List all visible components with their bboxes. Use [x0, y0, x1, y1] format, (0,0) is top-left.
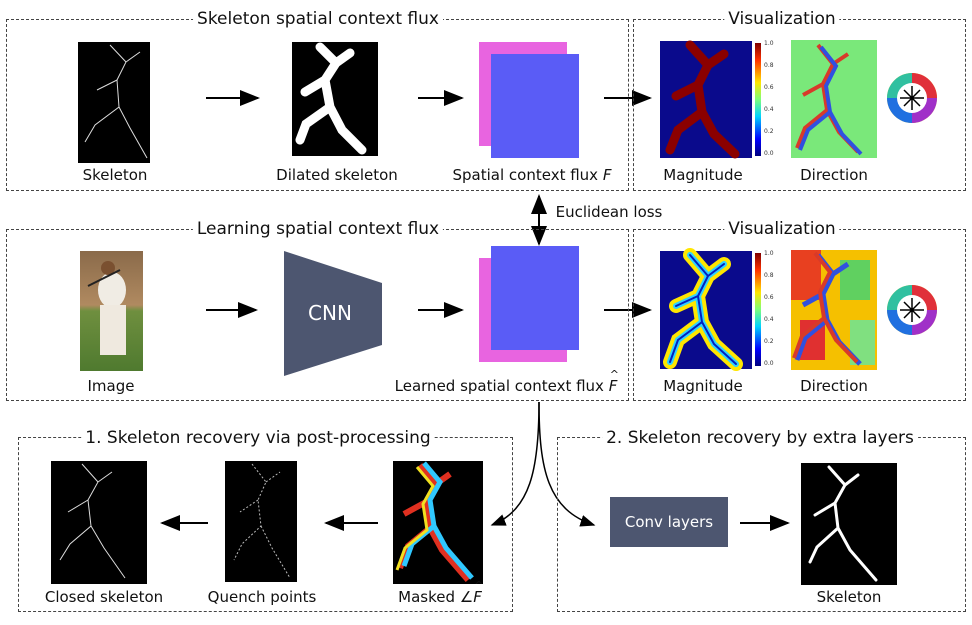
title-skeleton-flux: Skeleton spatial context flux	[193, 9, 443, 29]
conv-layers-label: Conv layers	[624, 513, 714, 531]
title-extra-layers: 2. Skeleton recovery by extra layers	[602, 428, 918, 448]
frame-visualization-learned	[633, 229, 966, 401]
flux-symbol: F	[602, 166, 612, 184]
label-magnitude-top: Magnitude	[663, 166, 743, 184]
title-post-processing: 1. Skeleton recovery via post-processing	[81, 428, 435, 448]
label-closed-skeleton: Closed skeleton	[44, 588, 164, 606]
colorbar-top	[755, 43, 761, 156]
arrow-to-extra-layers	[538, 401, 596, 527]
arrow-to-postprocessing	[490, 401, 540, 526]
magnitude-map-learned	[660, 248, 752, 371]
label-quench-points: Quench points	[207, 588, 317, 606]
learned-flux-symbol: F	[609, 368, 619, 395]
conv-layers-block	[610, 497, 728, 547]
magnitude-map-top	[660, 40, 752, 159]
label-skeleton: Skeleton	[82, 166, 148, 184]
masked-flux-symbol: F	[473, 579, 483, 606]
frame-post-processing	[18, 437, 513, 612]
label-image: Image	[87, 377, 135, 395]
color-wheel-top	[887, 73, 937, 123]
color-wheel-learned	[887, 285, 937, 335]
label-direction-learned: Direction	[800, 377, 868, 395]
title-learning-flux: Learning spatial context flux	[192, 219, 444, 239]
label-dilated-skeleton: Dilated skeleton	[276, 166, 398, 184]
direction-map-top	[791, 40, 877, 158]
dilated-skeleton-thumbnail	[292, 42, 378, 156]
label-spatial-flux: Spatial context flux F	[452, 166, 612, 184]
direction-map-learned	[791, 250, 877, 370]
colorbar-learned	[755, 253, 761, 366]
flux-stack-learned	[479, 246, 579, 362]
title-visualization-top: Visualization	[724, 9, 840, 29]
input-photo	[80, 251, 143, 371]
closed-skeleton-thumbnail	[51, 461, 147, 584]
quench-points-thumbnail	[225, 461, 297, 582]
frame-extra-layers	[557, 437, 966, 612]
label-output-skeleton: Skeleton	[816, 588, 882, 606]
label-magnitude-learned: Magnitude	[663, 377, 743, 395]
label-masked-direction: Masked ∠F	[398, 579, 483, 606]
cnn-label: CNN	[308, 301, 352, 325]
label-direction-top: Direction	[800, 166, 868, 184]
label-learned-flux: Learned spatial context flux F	[395, 368, 619, 395]
skeleton-thumbnail	[78, 42, 150, 163]
masked-direction-thumbnail	[393, 461, 483, 584]
title-visualization-learned: Visualization	[724, 219, 840, 239]
cnn-block	[284, 251, 382, 376]
output-skeleton-thumbnail	[801, 463, 897, 585]
flux-stack-top	[479, 42, 579, 158]
label-euclidean-loss: Euclidean loss	[555, 203, 663, 221]
